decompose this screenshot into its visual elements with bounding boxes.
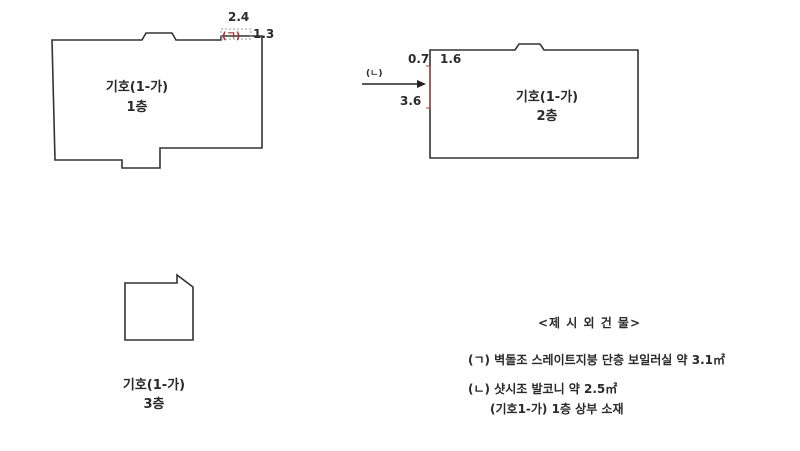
annex-b-dim-side: 1.6 [440, 52, 462, 66]
annex-a-mark: (ㄱ) [222, 31, 241, 42]
annex-b-arrowhead [417, 80, 426, 88]
legend-item-a: (ㄱ) 벽돌조 스레이트지붕 단층 보일러실 약 3.1㎡ [468, 353, 725, 367]
floor-2-level: 2층 [536, 109, 558, 124]
floor-1-outline [51, 32, 263, 169]
floor-1-name: 기호(1-가) [105, 80, 169, 95]
floor-3-name: 기호(1-가) [122, 378, 186, 393]
floor-3-level: 3층 [143, 397, 165, 412]
legend-title: <제 시 외 건 물> [538, 316, 642, 330]
floor-2-outline [429, 43, 639, 159]
annex-b-strip [426, 65, 431, 109]
annex-b-dim-bottom: 3.6 [400, 94, 422, 108]
annex-b-dim-top: 0.7 [408, 52, 430, 66]
floor-1-level: 1층 [126, 100, 148, 115]
legend-item-b: (ㄴ) 샷시조 발코니 약 2.5㎡ [468, 382, 618, 396]
legend-item-b-note: (기호1-가) 1층 상부 소재 [490, 402, 624, 416]
annex-a-dim-top: 2.4 [228, 10, 250, 24]
floor-3-outline [124, 273, 194, 341]
annex-a-dim-side: 1.3 [253, 27, 275, 41]
floor-2-name: 기호(1-가) [515, 90, 579, 105]
annex-b-mark: (ㄴ) [366, 69, 383, 79]
